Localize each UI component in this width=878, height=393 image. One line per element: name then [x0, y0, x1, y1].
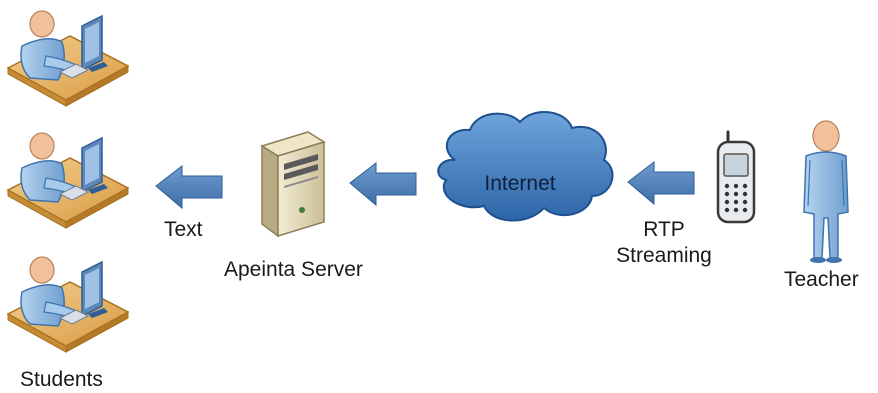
- rtp-label: RTP: [643, 218, 685, 241]
- server-tower-icon: [260, 131, 326, 238]
- arrow-to-internet-icon: [627, 161, 695, 205]
- student-computer-icon: [7, 132, 129, 229]
- streaming-label: Streaming: [616, 244, 712, 267]
- internet-cloud-icon: Internet: [437, 110, 614, 222]
- server-label: Apeinta Server: [224, 258, 363, 281]
- teacher-label: Teacher: [784, 268, 859, 291]
- internet-label: Internet: [484, 172, 555, 195]
- student-computer-icon: [7, 10, 129, 107]
- text-label: Text: [164, 218, 203, 241]
- mobile-phone-icon: [716, 130, 756, 224]
- teacher-person-icon: [803, 120, 849, 263]
- arrow-to-server-icon: [349, 162, 417, 206]
- students-label: Students: [20, 368, 103, 391]
- student-computer-icon: [7, 256, 129, 353]
- arrow-to-students-icon: [155, 165, 223, 209]
